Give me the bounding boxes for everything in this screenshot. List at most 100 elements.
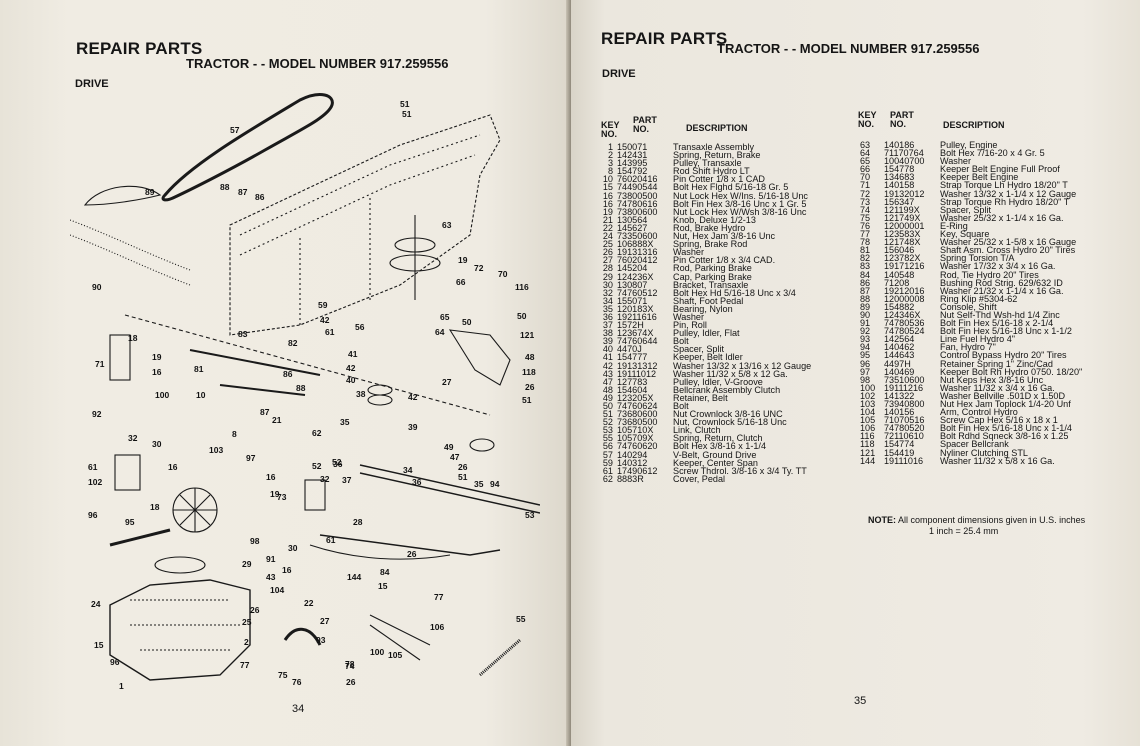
key-number: 121 — [860, 447, 876, 458]
part-description: Knob, Deluxe 1/2-13 — [673, 214, 756, 225]
part-number: 73350600 — [617, 231, 658, 242]
key-number: 93 — [860, 334, 871, 345]
key-number: 30 — [602, 279, 613, 290]
callout-number: 86 — [283, 369, 293, 379]
callout-number: 90 — [92, 282, 102, 292]
part-description: Shaft, Foot Pedal — [673, 295, 744, 306]
callout-number: 61 — [326, 535, 336, 545]
part-description: Pulley, Engine — [940, 140, 998, 150]
left-page: REPAIR PARTS TRACTOR - - MODEL NUMBER 91… — [0, 0, 571, 746]
spring-55-shape — [479, 638, 521, 677]
page-number: 35 — [854, 695, 867, 707]
callout-number: 42 — [320, 315, 330, 325]
page-title: REPAIR PARTS — [601, 29, 728, 48]
key-number: 47 — [602, 376, 613, 387]
part-number: 121748X — [884, 237, 921, 248]
model-subtitle: TRACTOR - - MODEL NUMBER 917.259556 — [717, 41, 980, 56]
key-number: 61 — [602, 465, 613, 476]
key-number: 76 — [860, 220, 871, 231]
part-description: Washer 11/32 x 5/8 x 16 Ga. — [940, 455, 1055, 466]
callout-number: 87 — [260, 407, 270, 417]
part-description: E-Ring — [940, 220, 968, 231]
part-description: Rod, Tie Hydro 20" Tires — [940, 269, 1039, 280]
callout-number: 84 — [380, 567, 390, 577]
callout-number: 61 — [325, 327, 335, 337]
part-description: Bolt Hex Hd 5/16-18 Unc x 3/4 — [673, 287, 796, 298]
console-shape — [83, 185, 162, 206]
key-number: 16 — [602, 190, 613, 201]
part-description: Bolt Rdhd Sqneck 3/8-16 x 1.25 — [940, 431, 1069, 442]
part-description: Pin, Roll — [673, 320, 707, 331]
part-number: 19111216 — [884, 382, 924, 393]
callout-number: 106 — [430, 622, 444, 632]
key-number: 15 — [602, 182, 613, 193]
key-number: 103 — [860, 399, 876, 409]
callout-number: 105 — [388, 650, 402, 660]
part-number: 140548 — [884, 269, 915, 280]
callout-number: 75 — [278, 670, 288, 680]
part-description: Pulley, Transaxle — [673, 158, 742, 169]
key-number: 73 — [860, 196, 871, 207]
part-number: 121749X — [884, 212, 921, 223]
callout-number: 74 — [345, 661, 355, 671]
key-number: 29 — [602, 271, 613, 282]
part-number: 130564 — [617, 214, 648, 225]
callout-number: 2 — [244, 637, 249, 647]
key-number: 75 — [860, 212, 871, 223]
transaxle-shape — [109, 579, 251, 681]
key-number: 38 — [602, 328, 613, 339]
part-number: 76020412 — [617, 255, 658, 266]
key-number: 19 — [602, 206, 613, 217]
callout-number: 15 — [378, 581, 388, 591]
part-number: 74760512 — [617, 287, 658, 298]
part-number: 19111012 — [617, 368, 657, 379]
key-number: 34 — [602, 295, 613, 306]
part-number: 130807 — [617, 279, 648, 290]
callout-number: 118 — [522, 367, 536, 377]
dimension-note: NOTE: All component dimensions given in … — [868, 515, 1086, 536]
part-description: Washer 11/32 x 5/8 x 12 Ga. — [673, 368, 788, 379]
callout-number: 55 — [516, 614, 526, 624]
part-number: 74780536 — [884, 318, 925, 329]
part-description: Nut Lock Hex W/Wsh 3/8-16 Unc — [673, 206, 807, 217]
part-description: Nut Crownlock 3/8-16 UNC — [673, 409, 783, 420]
part-description: Spring, Return, Brake — [673, 150, 761, 161]
callout-number: 26 — [346, 677, 356, 687]
part-description: Bolt — [673, 336, 689, 347]
part-number: 105710X — [617, 425, 654, 436]
part-description: Nut Keps Hex 3/8-16 Unc — [940, 374, 1044, 385]
key-number: 51 — [602, 409, 613, 420]
key-number: 89 — [860, 301, 871, 312]
callout-number: 121 — [520, 330, 534, 340]
part-number: 154778 — [884, 164, 915, 175]
key-number: 84 — [860, 269, 871, 280]
part-description: Console, Shift — [940, 301, 997, 312]
part-number: 12000008 — [884, 293, 925, 304]
part-number: 4497H — [884, 358, 911, 369]
callout-number: 26 — [458, 462, 468, 472]
part-number: 74760644 — [617, 336, 658, 347]
part-description: Spring, Return, Clutch — [673, 433, 763, 444]
